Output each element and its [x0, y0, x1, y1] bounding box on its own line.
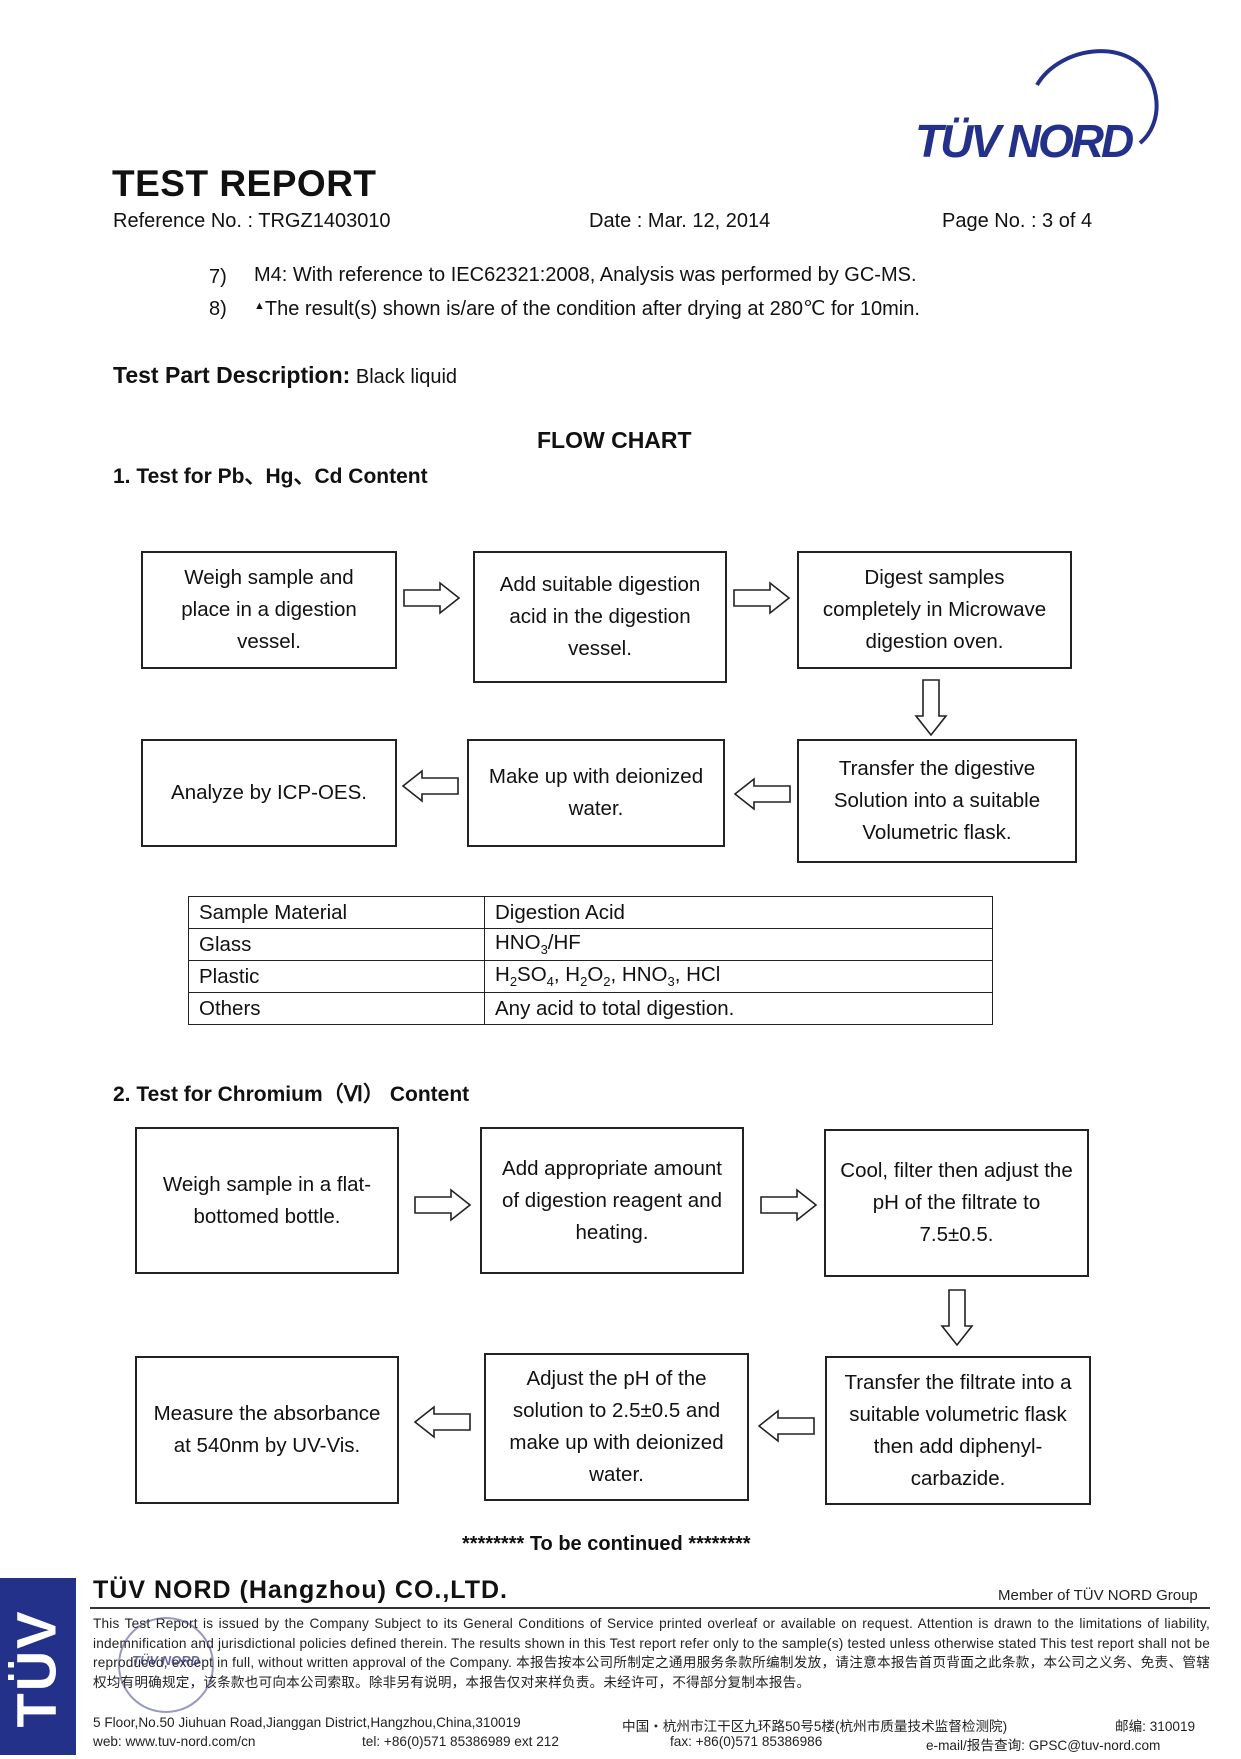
arrow-down-icon: [940, 1289, 974, 1347]
note-text: M4: With reference to IEC62321:2008, Ana…: [254, 264, 917, 286]
arrow-right-icon: [403, 581, 461, 615]
to-be-continued: ******** To be continued ********: [462, 1533, 751, 1555]
report-date: Date : Mar. 12, 2014: [589, 210, 771, 232]
flow-step: Make up with deionized water.: [467, 739, 725, 847]
table-cell: Any acid to total digestion.: [484, 992, 993, 1025]
table-cell: Others: [188, 992, 485, 1025]
arrow-left-icon: [757, 1409, 815, 1443]
header-cell: Digestion Acid: [484, 896, 993, 929]
table-cell: H2SO4, H2O2, HNO3, HCl: [484, 960, 993, 993]
side-logo-text: TÜV: [4, 1609, 68, 1728]
tpd-label: Test Part Description:: [113, 362, 351, 388]
arrow-left-icon: [733, 777, 791, 811]
flow-step: Transfer the digestive Solution into a s…: [797, 739, 1077, 863]
flow-chart-title: FLOW CHART: [537, 427, 692, 453]
section-1-title: 1. Test for Pb、Hg、Cd Content: [113, 465, 428, 488]
footer-email: e-mail/报告查询: GPSC@tuv-nord.com: [926, 1738, 1161, 1753]
flow-step: Digest samples completely in Microwave d…: [797, 551, 1072, 669]
table-cell: Plastic: [188, 960, 485, 993]
report-title: TEST REPORT: [112, 163, 377, 204]
arrow-left-icon: [413, 1405, 471, 1439]
tuv-nord-logo: TÜV NORD: [905, 45, 1170, 167]
header-cell: Sample Material: [188, 896, 485, 929]
flow-step: Weigh sample in a flat-bottomed bottle.: [135, 1127, 399, 1274]
note-number: 8): [209, 298, 227, 320]
table-row: Plastic H2SO4, H2O2, HNO3, HCl: [188, 960, 993, 993]
footer-address-cn: 中国・杭州市江干区九环路50号5楼(杭州市质量技术监督检测院): [622, 1719, 1008, 1734]
note-text: ▲The result(s) shown is/are of the condi…: [254, 296, 920, 321]
digestion-acid-table: Sample Material Digestion Acid Glass HNO…: [188, 896, 993, 1025]
table-cell: HNO3/HF: [484, 928, 993, 961]
footer-disclaimer: This Test Report is issued by the Compan…: [93, 1616, 1210, 1690]
note-body: The result(s) shown is/are of the condit…: [264, 298, 920, 320]
reference-number: Reference No. : TRGZ1403010: [113, 210, 391, 232]
test-part-description: Test Part Description: Black liquid: [113, 362, 457, 389]
table-row: Others Any acid to total digestion.: [188, 992, 993, 1025]
arrow-right-icon: [414, 1188, 472, 1222]
footer-address-en: 5 Floor,No.50 Jiuhuan Road,Jianggan Dist…: [93, 1715, 521, 1730]
company-seal-stamp: TÜV NORD: [118, 1617, 214, 1713]
flow-step: Analyze by ICP-OES.: [141, 739, 397, 847]
flow-step: Adjust the pH of the solution to 2.5±0.5…: [484, 1353, 749, 1501]
triangle-marker: ▲: [254, 300, 265, 312]
member-group: Member of TÜV NORD Group: [998, 1587, 1198, 1604]
arrow-left-icon: [401, 769, 459, 803]
arrow-down-icon: [914, 679, 948, 737]
footer-web: web: www.tuv-nord.com/cn: [93, 1734, 256, 1749]
table-header-row: Sample Material Digestion Acid: [188, 896, 993, 929]
note-number: 7): [209, 266, 227, 288]
section-2-title: 2. Test for Chromium（Ⅵ） Content: [113, 1083, 470, 1106]
stamp-text: TÜV NORD: [132, 1653, 200, 1668]
flow-step: Transfer the filtrate into a suitable vo…: [825, 1356, 1091, 1505]
tpd-value: Black liquid: [355, 366, 458, 388]
flow-step: Weigh sample and place in a digestion ve…: [141, 551, 397, 669]
logo-text: TÜV NORD: [915, 115, 1133, 165]
arrow-right-icon: [733, 581, 791, 615]
flow-step: Add suitable digestion acid in the diges…: [473, 551, 727, 683]
table-row: Glass HNO3/HF: [188, 928, 993, 961]
page-number: Page No. : 3 of 4: [942, 210, 1093, 232]
footer-divider: [90, 1607, 1210, 1609]
flow-step: Measure the absorbance at 540nm by UV-Vi…: [135, 1356, 399, 1504]
flow-step: Add appropriate amount of digestion reag…: [480, 1127, 744, 1274]
flow-step: Cool, filter then adjust the pH of the f…: [824, 1129, 1089, 1277]
footer-fax: fax: +86(0)571 85386986: [670, 1734, 823, 1749]
footer-postcode: 邮编: 310019: [1115, 1719, 1196, 1734]
arrow-right-icon: [760, 1188, 818, 1222]
tuv-side-logo: TÜV: [0, 1578, 76, 1755]
footer-tel: tel: +86(0)571 85386989 ext 212: [362, 1734, 559, 1749]
table-cell: Glass: [188, 928, 485, 961]
company-name: TÜV NORD (Hangzhou) CO.,LTD.: [93, 1576, 508, 1604]
